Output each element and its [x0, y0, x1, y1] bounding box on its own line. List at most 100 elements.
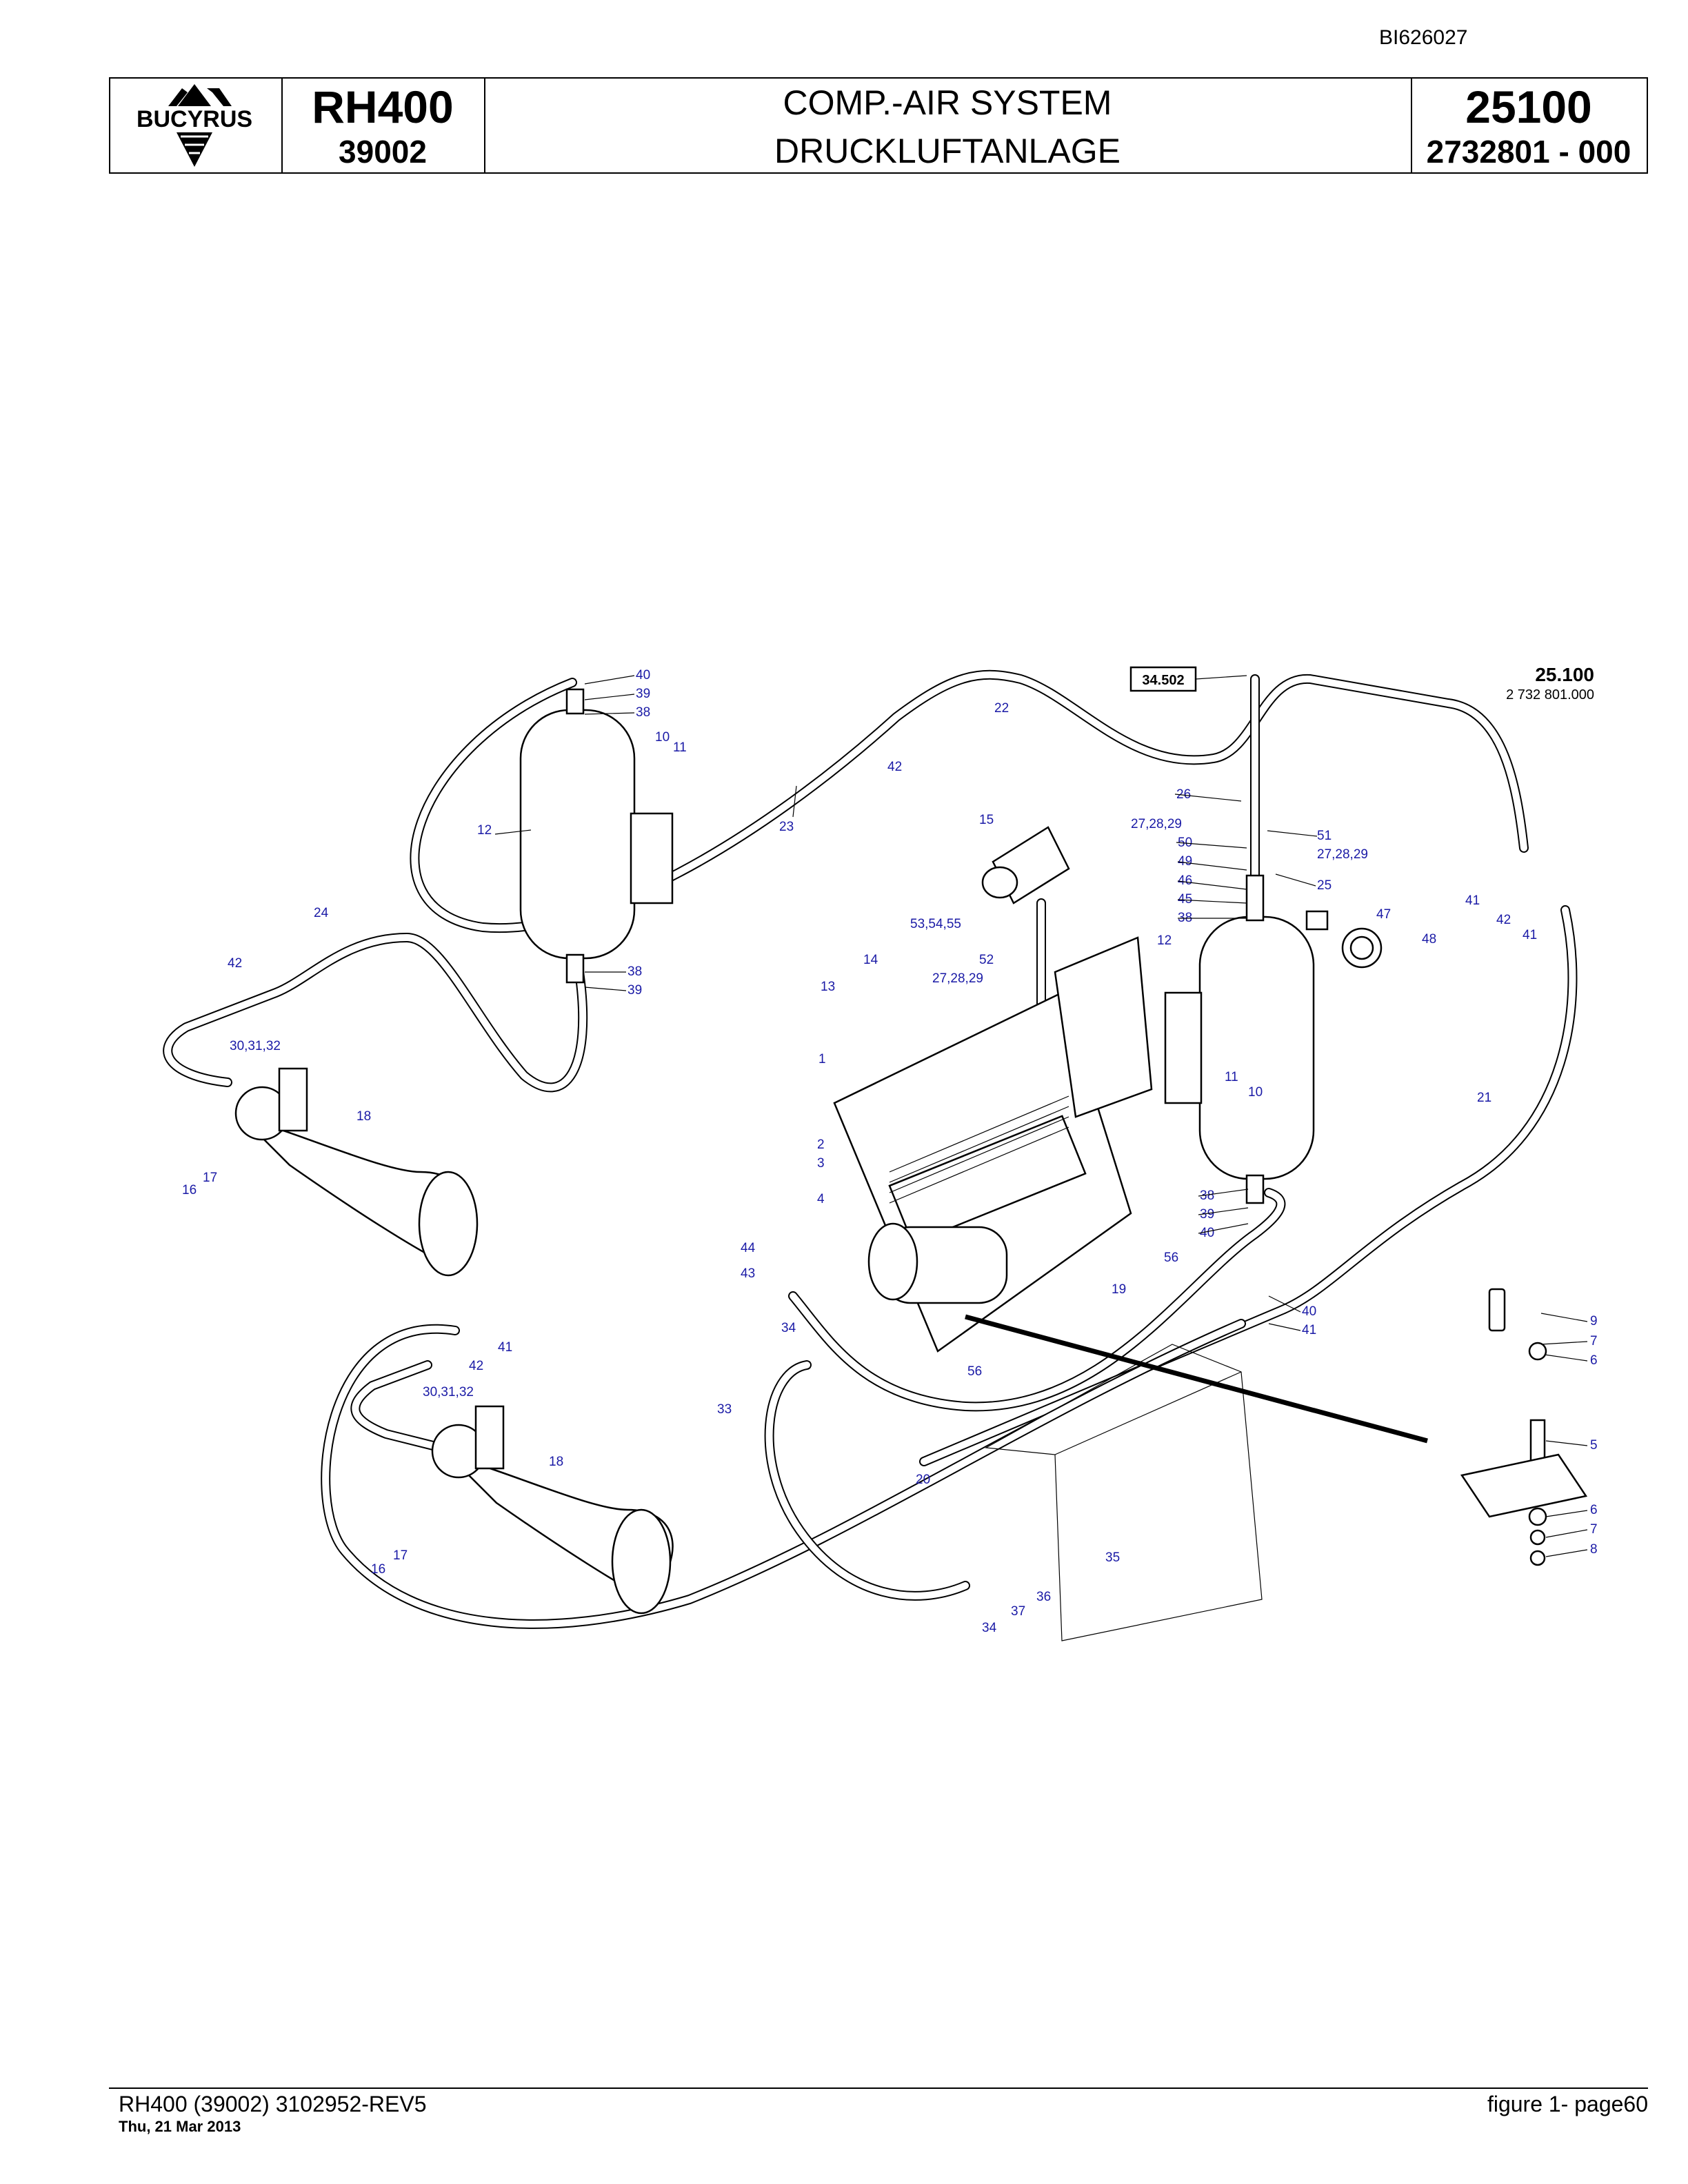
callout: 13 — [821, 980, 835, 994]
callout: 39 — [636, 687, 650, 701]
callout: 41 — [1465, 893, 1480, 908]
title-english: COMP.-AIR SYSTEM — [783, 83, 1112, 122]
callout: 30,31,32 — [230, 1039, 281, 1053]
footer-date: Thu, 21 Mar 2013 — [119, 2118, 241, 2135]
callout: 42 — [228, 956, 242, 971]
callout: 34 — [982, 1621, 997, 1635]
model-name: RH400 — [312, 81, 454, 132]
title-german: DRUCKLUFTANLAGE — [774, 132, 1121, 170]
callout: 3 — [817, 1156, 825, 1171]
callout: 18 — [549, 1455, 563, 1469]
callout: 18 — [356, 1109, 371, 1124]
model-code: 39002 — [339, 134, 427, 170]
pressure-gauge — [1305, 910, 1383, 969]
callout: 42 — [1496, 913, 1511, 927]
mounting-detail — [1460, 1288, 1588, 1566]
callout: 12 — [1157, 933, 1172, 948]
callout: 46 — [1178, 873, 1192, 888]
callout: 14 — [863, 953, 878, 967]
callout: 19 — [1112, 1282, 1126, 1297]
solenoid-valve — [981, 826, 1070, 904]
callout: 53,54,55 — [910, 917, 961, 931]
callout: 15 — [979, 813, 994, 827]
callout: 49 — [1178, 854, 1192, 869]
title-cell: COMP.-AIR SYSTEM DRUCKLUFTANLAGE — [484, 79, 1412, 172]
part-number: 2732801 - 000 — [1426, 134, 1631, 170]
logo-cell: BUCYRUS — [110, 79, 283, 172]
callout: 45 — [1178, 892, 1192, 907]
callout: 16 — [182, 1183, 197, 1197]
callout: 21 — [1477, 1091, 1491, 1105]
cooling-fins — [889, 1095, 1069, 1204]
machine-frame — [985, 1344, 1263, 1641]
callout: 27,28,29 — [1131, 817, 1182, 831]
callout: 20 — [916, 1473, 930, 1487]
air-pipes — [163, 669, 1578, 1629]
reference-cell: 25100 2732801 - 000 — [1411, 79, 1647, 172]
model-cell: RH400 39002 — [281, 79, 485, 172]
document-id: BI626027 — [1379, 26, 1468, 49]
callout: 5 — [1590, 1438, 1598, 1453]
callout: 41 — [1523, 928, 1537, 942]
callout: 6 — [1590, 1353, 1598, 1368]
callout: 42 — [887, 760, 902, 774]
title-block: BUCYRUS RH400 39002 COMP.-AIR SYSTEM DRU… — [109, 77, 1648, 174]
callout: 27,28,29 — [932, 971, 983, 986]
callout: 34 — [781, 1321, 796, 1335]
callout: 17 — [203, 1171, 217, 1185]
mounting-bracket — [1054, 936, 1153, 1118]
callout: 27,28,29 — [1317, 847, 1368, 862]
callout: 16 — [371, 1562, 385, 1577]
callout: 42 — [469, 1359, 483, 1373]
callout: 51 — [1317, 829, 1332, 843]
callout: 41 — [498, 1340, 512, 1355]
callout: 6 — [1590, 1503, 1598, 1517]
callout: 47 — [1376, 907, 1391, 922]
callout: 40 — [1302, 1304, 1316, 1319]
callout: 2 — [817, 1138, 825, 1152]
compressor-assembly — [833, 991, 1132, 1353]
callout: 33 — [717, 1402, 732, 1417]
callout: 9 — [1590, 1314, 1598, 1328]
callout: 17 — [393, 1548, 408, 1563]
air-tank-left — [519, 688, 674, 984]
callout: 38 — [627, 964, 642, 979]
callout: 23 — [779, 820, 794, 834]
callout: 10 — [655, 730, 670, 745]
group-number: 25100 — [1465, 81, 1592, 132]
callout: 12 — [477, 823, 492, 838]
callout: 39 — [1200, 1207, 1214, 1222]
callout: 48 — [1422, 932, 1436, 947]
reference-box-34502: 34.502 — [1129, 666, 1197, 692]
callout: 25 — [1317, 878, 1332, 893]
callout: 30,31,32 — [423, 1385, 474, 1399]
callout: 44 — [741, 1241, 756, 1255]
detail-leader-line — [965, 1314, 1428, 1444]
callout: 7 — [1590, 1522, 1598, 1537]
callout: 39 — [627, 983, 642, 998]
logo-wordmark: BUCYRUS — [137, 106, 252, 132]
callout: 38 — [1200, 1189, 1214, 1203]
callout-labels: 40 39 38 10 11 12 23 22 42 38 39 24 42 3… — [182, 668, 1598, 1635]
callout: 43 — [741, 1266, 755, 1281]
exploded-parts-diagram: 34.502 25.100 2 732 801.000 40 39 38 10 … — [163, 664, 1598, 1641]
footer-page-number: figure 1- page60 — [1487, 2092, 1648, 2116]
reference-group: 25.100 — [1535, 664, 1594, 685]
callout: 40 — [636, 668, 650, 682]
callout: 8 — [1590, 1542, 1598, 1557]
callout: 11 — [1225, 1070, 1238, 1084]
callout: 4 — [817, 1192, 825, 1206]
callout: 38 — [636, 705, 650, 720]
reference-part: 2 732 801.000 — [1506, 687, 1594, 702]
callout: 10 — [1248, 1085, 1263, 1100]
callout: 37 — [1011, 1604, 1025, 1619]
callout: 35 — [1105, 1550, 1120, 1565]
callout: 22 — [994, 701, 1009, 716]
callout: 7 — [1590, 1334, 1598, 1348]
callout: 40 — [1200, 1226, 1214, 1240]
callout: 36 — [1036, 1590, 1051, 1604]
callout: 56 — [1164, 1251, 1178, 1265]
callout: 24 — [314, 906, 329, 920]
footer-rule — [109, 2087, 1648, 2089]
callout: 26 — [1176, 787, 1191, 802]
